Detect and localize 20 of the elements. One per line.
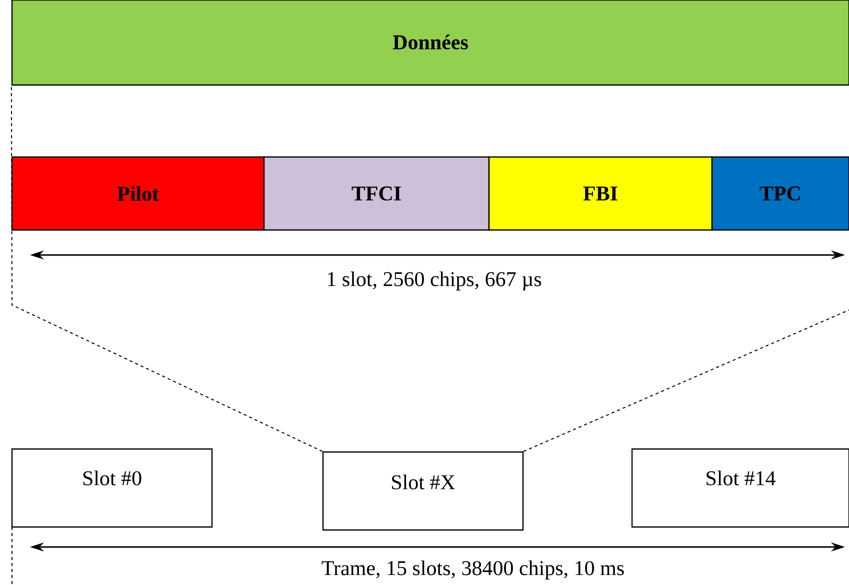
zoom-line [523,310,849,452]
slot-box [322,451,524,531]
field-box [488,156,713,231]
field-label: TFCI [352,186,401,201]
zoom-line [10,85,323,452]
slot-label: Slot #X [392,474,456,490]
field-label: FBI [583,186,618,200]
field-box [11,156,265,231]
slot-box [11,448,213,528]
slot-label: Slot #0 [83,470,142,486]
slot-label: Slot #14 [706,470,776,486]
slot-box [631,448,849,528]
dimension-label: Trame, 15 slots, 38400 chips, 10 ms [322,560,624,580]
header-band [11,0,849,86]
dimension-label: 1 slot, 2560 chips, 667 µs [328,271,542,291]
header-label: Données [392,34,468,50]
field-label: TPC [760,186,800,201]
field-box [711,156,849,231]
field-label: Pilot [117,186,159,201]
field-box [263,156,490,231]
